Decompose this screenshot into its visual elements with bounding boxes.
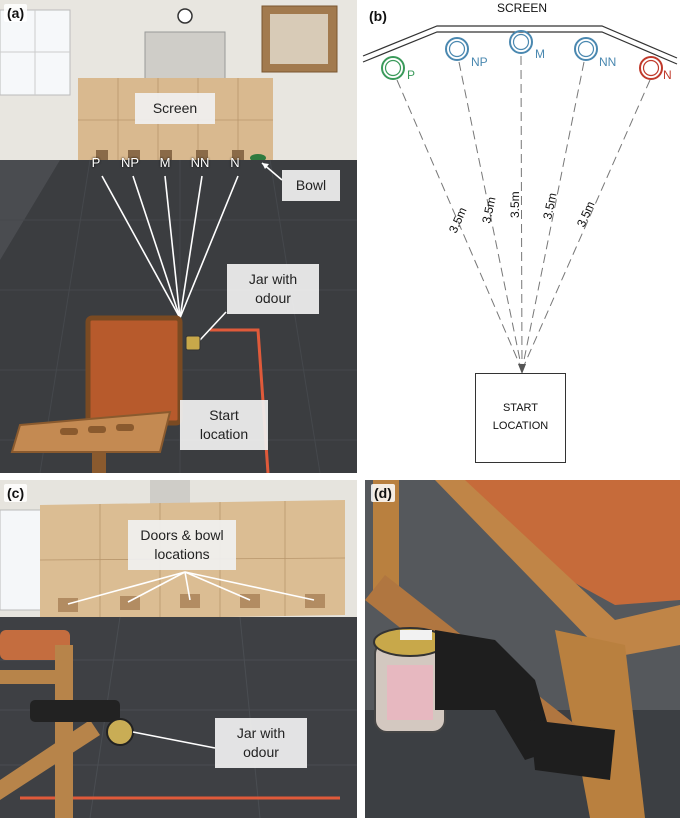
position-label-m: M <box>535 47 545 61</box>
path-line-n <box>521 79 651 371</box>
panel-letter-b: (b) <box>369 8 387 24</box>
arena-photo-front <box>0 0 357 473</box>
panel-c: (c) Doors & bowl locations Jar with odou… <box>0 480 357 818</box>
position-circle-nn <box>574 37 598 61</box>
distance-label-p: 3.5m <box>446 205 470 235</box>
position-circle-p <box>381 56 405 80</box>
layout-diagram: SCREEN P NP M NN N <box>362 1 678 374</box>
screen-callout: Screen <box>135 93 215 124</box>
distance-label-n: 3.5m <box>574 199 598 229</box>
path-line-nn <box>521 61 585 371</box>
screen-title: SCREEN <box>497 1 547 15</box>
panel-letter-c: (c) <box>4 484 28 502</box>
door-tag-p: P <box>91 155 101 170</box>
distance-label-nn: 3.5m <box>540 192 559 221</box>
panel-d: (d) <box>365 480 680 818</box>
panel-b: (b) SCREEN P NP M <box>357 0 680 473</box>
position-circle-m <box>509 30 533 54</box>
position-circle-n <box>639 56 663 80</box>
position-label-n: N <box>663 68 672 82</box>
doors-callout: Doors & bowl locations <box>128 520 236 570</box>
start-callout: Start location <box>180 400 268 450</box>
start-location-label: START LOCATION <box>492 402 549 432</box>
path-line-np <box>458 61 523 371</box>
position-label-nn: NN <box>599 55 616 69</box>
path-line-p <box>396 79 523 371</box>
door-tag-m: M <box>159 155 171 170</box>
screen-outline <box>362 25 678 59</box>
path-line-m <box>520 55 523 371</box>
panel-a: (a) Screen P NP M NN N Bowl Jar with odo… <box>0 0 357 473</box>
panel-letter-a: (a) <box>4 4 28 22</box>
door-tag-n: N <box>230 155 240 170</box>
start-location-box: START LOCATION <box>475 373 566 463</box>
position-circle-np <box>445 37 469 61</box>
position-label-np: NP <box>471 55 488 69</box>
door-tag-nn: NN <box>190 155 210 170</box>
start-arrowhead <box>518 364 526 374</box>
panel-letter-d: (d) <box>371 484 395 502</box>
jar-callout: Jar with odour <box>227 264 319 314</box>
bowl-callout: Bowl <box>282 170 340 201</box>
jar-closeup-photo <box>365 480 680 818</box>
distance-label-m: 3.5m <box>508 191 522 218</box>
position-label-p: P <box>407 68 415 82</box>
jar-callout-c: Jar with odour <box>215 718 307 768</box>
distance-label-np: 3.5m <box>479 196 498 225</box>
door-tag-np: NP <box>120 155 140 170</box>
